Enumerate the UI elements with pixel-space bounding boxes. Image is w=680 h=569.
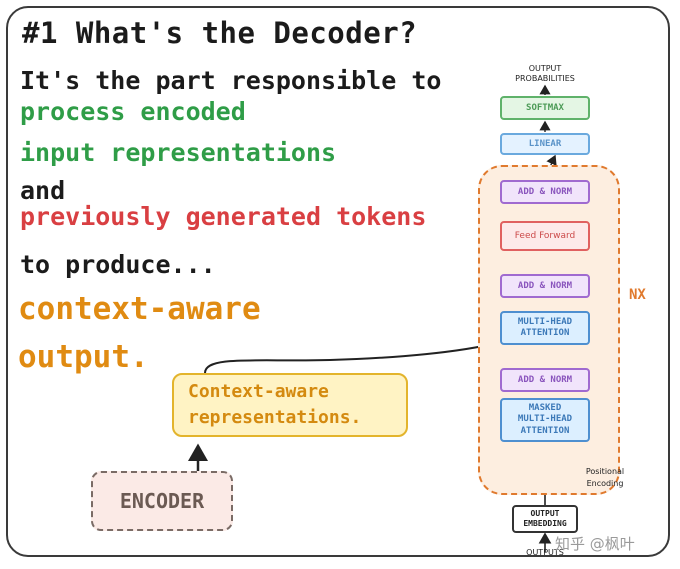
positional-encoding-label: Positional Encoding xyxy=(575,466,635,490)
description-line-5: previously generated tokens xyxy=(20,202,427,231)
description-line-6: to produce... xyxy=(20,250,216,279)
description-line-1: It's the part responsible to xyxy=(20,66,442,95)
mha-line-2: ATTENTION xyxy=(520,328,570,339)
outputs-label: OUTPUTS xyxy=(526,548,564,557)
output-embedding-line-1: OUTPUT xyxy=(530,509,560,518)
softmax-block: SOFTMAX xyxy=(500,96,590,120)
add-norm-top-block: ADD & NORM xyxy=(500,180,590,204)
feed-forward-block: Feed Forward xyxy=(500,221,590,251)
description-line-3: input representations xyxy=(20,138,337,167)
positional-line-2: Encoding xyxy=(586,479,624,488)
description-line-4: and xyxy=(20,176,66,205)
context-line-2: representations. xyxy=(188,407,362,428)
add-norm-bottom-block: ADD & NORM xyxy=(500,368,590,392)
linear-block: LINEAR xyxy=(500,133,590,155)
mha-line-1: MULTI-HEAD xyxy=(517,317,573,327)
output-embedding-block: OUTPUT EMBEDDING xyxy=(512,505,578,533)
encoder-box: ENCODER xyxy=(91,471,233,531)
diagram-frame xyxy=(6,6,670,557)
positional-line-1: Positional xyxy=(585,467,625,476)
encoder-label: ENCODER xyxy=(119,489,205,513)
context-to-attention-arrow xyxy=(204,338,499,374)
context-line-1: Context-aware xyxy=(188,381,329,402)
output-probabilities-label: OUTPUT PROBABILITIES xyxy=(500,64,590,83)
description-line-8: output. xyxy=(18,339,149,375)
masked-line-3: ATTENTION xyxy=(520,425,570,436)
output-probabilities-line-2: PROBABILITIES xyxy=(515,73,575,83)
page-title: #1 What's the Decoder? xyxy=(22,16,418,50)
output-embedding-line-2: EMBEDDING xyxy=(523,519,567,528)
masked-line-1: MASKED xyxy=(528,403,562,413)
add-norm-mid-block: ADD & NORM xyxy=(500,274,590,298)
watermark: 知乎 @枫叶 xyxy=(555,535,635,553)
output-probabilities-line-1: OUTPUT xyxy=(528,64,562,73)
masked-line-2: MULTI-HEAD xyxy=(517,414,573,425)
masked-multi-head-attention-block: MASKED MULTI-HEAD ATTENTION xyxy=(500,398,590,442)
context-representations-box: Context-aware representations. xyxy=(172,373,408,437)
multi-head-attention-block: MULTI-HEAD ATTENTION xyxy=(500,311,590,345)
description-line-2: process encoded xyxy=(20,97,246,126)
nx-label: NX xyxy=(629,287,646,303)
description-line-7: context-aware xyxy=(18,291,261,327)
